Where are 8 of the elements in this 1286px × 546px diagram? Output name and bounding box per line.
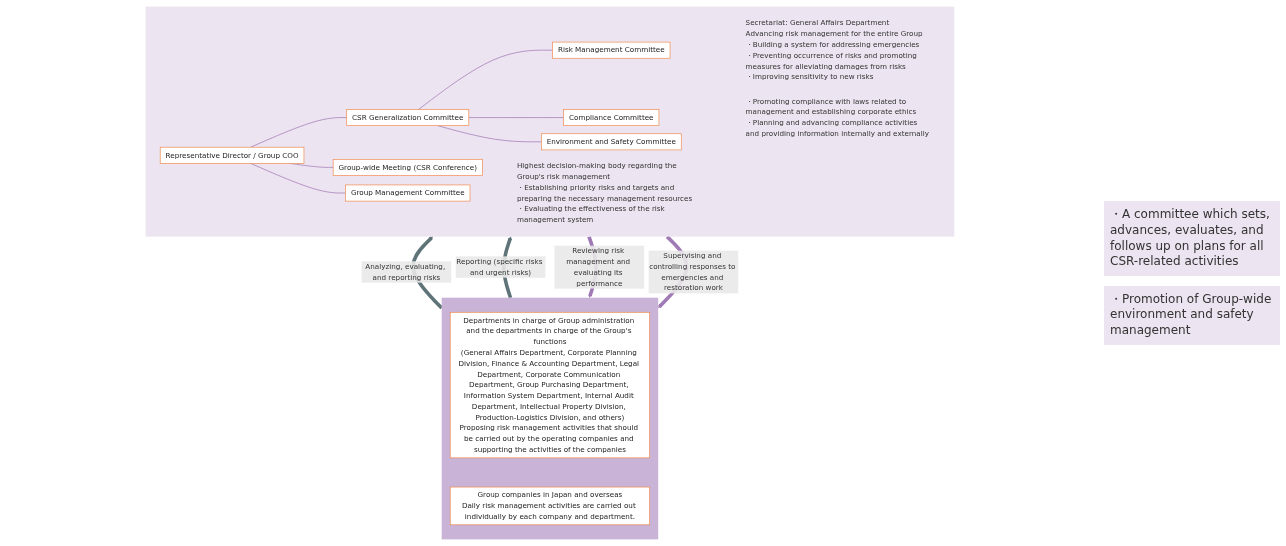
connector <box>468 117 565 118</box>
cluster <box>145 6 955 237</box>
connector <box>250 163 346 194</box>
note-text: ・Promotion of Group-wide environment and safety management <box>1104 285 1280 345</box>
connector <box>250 117 348 148</box>
cluster <box>441 297 659 540</box>
note-text: ・A committee which sets, advances, evaluates, and follows up on plans for all CSR-related activities <box>1104 201 1280 276</box>
connector <box>418 49 553 110</box>
